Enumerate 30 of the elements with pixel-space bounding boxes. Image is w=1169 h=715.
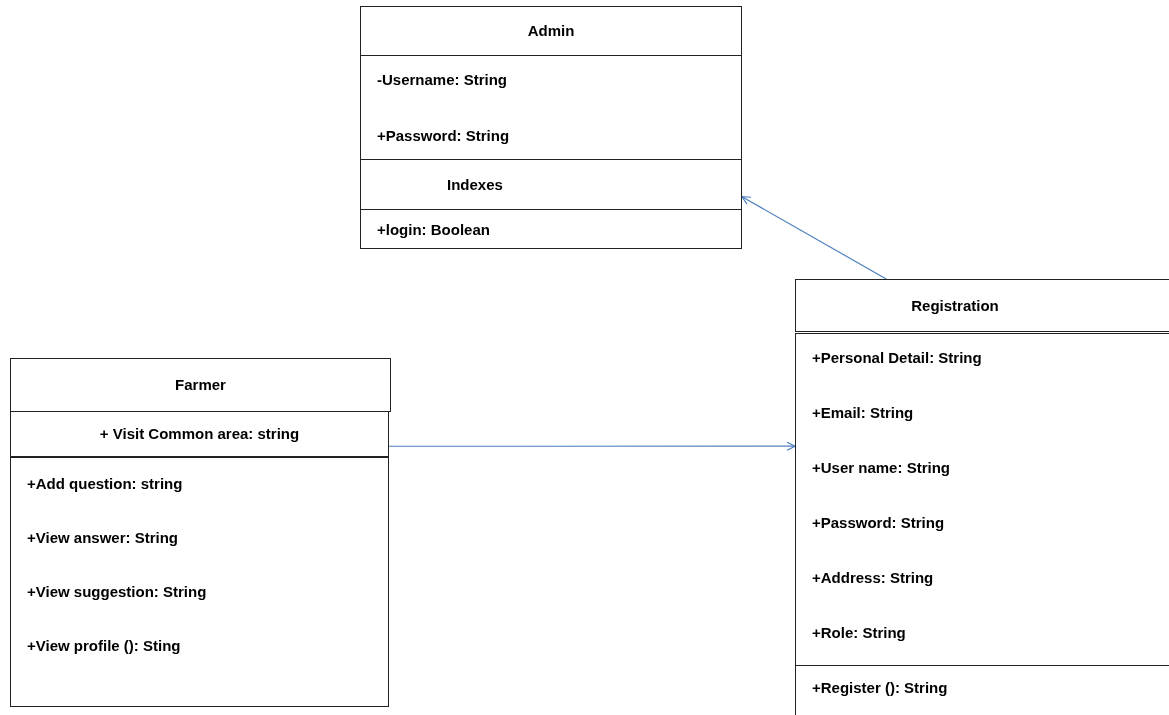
member-text: +Address: String bbox=[812, 568, 935, 588]
attribute-compartment bbox=[795, 333, 1169, 666]
method-compartment bbox=[360, 209, 742, 249]
member-text: +View profile (): Sting bbox=[27, 636, 182, 656]
member-text: +Register (): String bbox=[812, 678, 949, 698]
section-compartment bbox=[360, 159, 742, 210]
member-text: +login: Boolean bbox=[377, 220, 491, 240]
class-name-compartment bbox=[360, 6, 742, 56]
member-text: +View suggestion: String bbox=[27, 582, 208, 602]
class-name: Registration bbox=[911, 295, 999, 316]
class-name: Indexes bbox=[447, 174, 504, 195]
class-name-compartment bbox=[795, 279, 1169, 332]
member-text: +Personal Detail: String bbox=[812, 348, 983, 368]
member-text: +Password: String bbox=[377, 126, 511, 146]
member-text: +Add question: string bbox=[27, 474, 184, 494]
method-compartment bbox=[10, 457, 389, 707]
member-text: +Password: String bbox=[812, 513, 946, 533]
member-text: + Visit Common area: string bbox=[99, 424, 300, 444]
member-text: -Username: String bbox=[377, 70, 509, 90]
member-text: +User name: String bbox=[812, 458, 951, 478]
association-arrow bbox=[388, 441, 796, 451]
class-name: Admin bbox=[527, 21, 575, 41]
association-arrow bbox=[741, 196, 887, 280]
member-text: +Role: String bbox=[812, 623, 907, 643]
class-name-compartment bbox=[10, 358, 391, 412]
attribute-compartment bbox=[360, 55, 742, 160]
class-name: Farmer bbox=[175, 375, 226, 395]
member-text: +View answer: String bbox=[27, 528, 180, 548]
member-text: +Email: String bbox=[812, 403, 915, 423]
attribute-compartment bbox=[10, 411, 389, 458]
